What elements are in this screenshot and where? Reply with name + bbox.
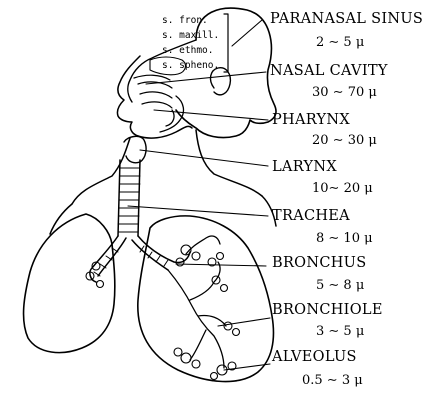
left-lung: [24, 214, 115, 353]
region-range: 3 ∼ 5 μ: [316, 325, 364, 338]
region-range: 8 ∼ 10 μ: [316, 232, 373, 245]
region-name: BRONCHIOLE: [272, 303, 383, 318]
region-range: 2 ∼ 5 μ: [316, 36, 364, 49]
region-range: 0.5 ∼ 3 μ: [302, 374, 363, 387]
region-name: PARANASAL SINUS: [270, 12, 423, 27]
left-shoulder: [50, 204, 72, 234]
trachea-outline: [118, 160, 140, 236]
sinus-type: s. spheno.: [162, 58, 219, 73]
sinus-type: s. maxill.: [162, 28, 219, 43]
region-range: 5 ∼ 8 μ: [316, 279, 364, 292]
region-name: ALVEOLUS: [272, 350, 357, 365]
region-name: PHARYNX: [272, 113, 350, 128]
region-range: 10∼ 20 μ: [312, 182, 373, 195]
left-bronchus: [90, 236, 126, 282]
region-name: TRACHEA: [272, 209, 350, 224]
neck-right: [196, 130, 262, 196]
jaw-line: [138, 126, 192, 138]
trachea-rings: [118, 168, 140, 232]
sinus-type: s. ethmo.: [162, 43, 219, 58]
sinus-type: s. fron.: [162, 13, 219, 28]
region-name: LARYNX: [272, 160, 337, 175]
region-name: BRONCHUS: [272, 256, 366, 271]
sinus-bracket: [224, 14, 228, 72]
nasal-conchae: [134, 75, 172, 108]
region-name: NASAL CAVITY: [270, 64, 388, 79]
larynx: [124, 136, 146, 162]
sinus-type-list: s. fron. s. maxill. s. ethmo. s. spheno.: [162, 13, 219, 73]
region-range: 20 ∼ 30 μ: [312, 134, 377, 147]
right-lung: [138, 216, 274, 382]
right-bronchus: [132, 236, 190, 270]
neck-left: [72, 138, 130, 204]
region-range: 30 ∼ 70 μ: [312, 86, 377, 99]
